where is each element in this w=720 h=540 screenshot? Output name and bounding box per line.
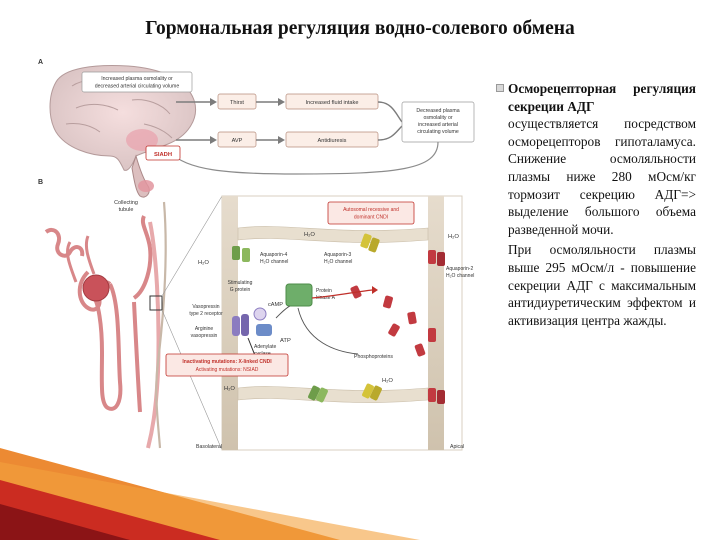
collecting-tubule-line2: tubule: [119, 207, 134, 213]
figure-svg: A Increased plasma osmolality or decreas…: [36, 52, 498, 454]
antidiuresis-label: Antidiuresis: [318, 138, 347, 144]
feedback-line1: Decreased plasma: [416, 108, 459, 114]
phosphoproteins-label: Phosphoproteins: [354, 354, 393, 360]
text-paragraph-2: При осмоляльности плазмы выше 295 мОсм/л…: [508, 241, 696, 329]
feedback-line4: circulating volume: [417, 129, 459, 135]
gprotein-line1: Stimulating: [228, 280, 253, 286]
siadh-label: SIADH: [154, 152, 172, 158]
panel-b-letter: B: [38, 179, 43, 186]
atp-label: ATP: [280, 338, 291, 344]
activating-mutations: Activating mutations: NSIAD: [196, 367, 259, 373]
h2o-label: H₂O: [448, 234, 459, 240]
thirst-label: Thirst: [230, 100, 244, 106]
gprotein-line2: G protein: [230, 287, 251, 293]
protein-kinase-a: [286, 284, 312, 306]
avp-label: AVP: [232, 138, 243, 144]
panel-a-letter: A: [38, 59, 43, 66]
fluid-intake-label: Increased fluid intake: [306, 100, 359, 106]
cndi-box: [328, 202, 414, 224]
ac-line1: Adenylate: [254, 344, 276, 350]
apical-label: Apical: [450, 444, 464, 450]
feedback-line3: increased arterial: [418, 122, 458, 128]
adenylate-cyclase: [256, 324, 272, 336]
inactivating-mutations: Inactivating mutations: X-linked CNDI: [182, 359, 272, 365]
h2o-label: H₂O: [382, 378, 393, 384]
physiology-figure: A Increased plasma osmolality or decreas…: [36, 52, 498, 454]
nephron-illustration: [46, 216, 159, 448]
v2-line1: Vasopressin: [192, 304, 219, 310]
g-protein: [254, 308, 266, 320]
h2o-label: H₂O: [224, 386, 235, 392]
pka-line1: Protein: [316, 288, 332, 294]
basolateral-label: Basolateral: [196, 444, 222, 450]
aqp2-line2: H₂O channel: [446, 273, 474, 279]
cndi-line2: dominant CNDI: [354, 215, 388, 221]
h2o-label: H₂O: [304, 232, 315, 238]
camp-label: cAMP: [268, 302, 283, 308]
slide-title: Гормональная регуляция водно-солевого об…: [0, 18, 720, 40]
avp-ligand-line2: vasopressin: [191, 333, 218, 339]
input-stimulus-line2: decreased arterial circulating volume: [95, 84, 180, 90]
v2-line2: type 2 receptor: [189, 311, 223, 317]
aqp2-line1: Aquaporin-2: [446, 266, 473, 272]
feedback-line2: osmolality or: [423, 115, 452, 121]
input-stimulus-line1: Increased plasma osmolality or: [101, 76, 173, 82]
glomerulus: [83, 275, 109, 301]
apical-membrane: [428, 196, 444, 450]
aqp4-line1: Aquaporin-4: [260, 252, 287, 258]
h2o-label: H₂O: [198, 260, 209, 266]
aqp3-line1: Aquaporin-3: [324, 252, 351, 258]
text-heading: Осморецепторная регуляция секреции АДГ: [508, 80, 696, 115]
description-text: Осморецепторная регуляция секреции АДГ о…: [508, 80, 696, 329]
collecting-tubule-line1: Collecting: [114, 200, 138, 206]
aqp4-line2: H₂O channel: [260, 259, 288, 265]
bullet-marker: [496, 84, 504, 92]
avp-ligand-line1: Arginine: [195, 326, 214, 332]
aqp3-line2: H₂O channel: [324, 259, 352, 265]
cndi-line1: Autosomal recessive and: [343, 207, 399, 213]
text-paragraph-1: осуществляется посредством осморецепторо…: [508, 115, 696, 238]
